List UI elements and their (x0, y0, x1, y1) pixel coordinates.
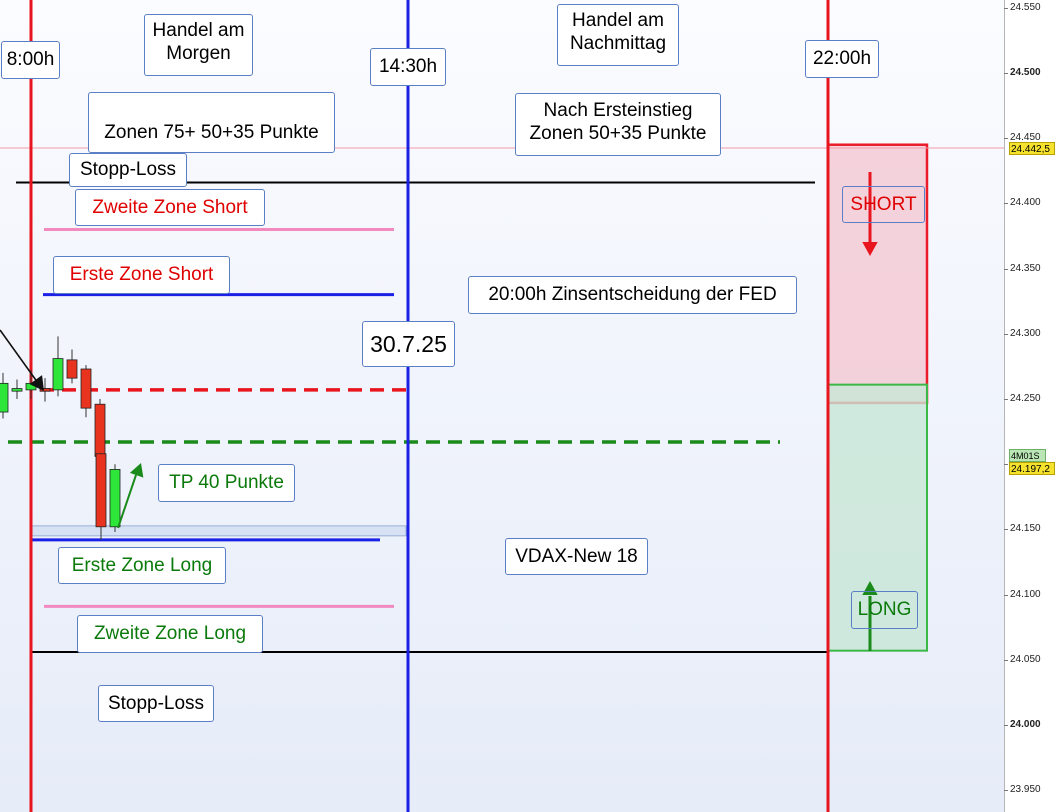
tick-label: 24.450 (1010, 132, 1041, 144)
tick-label: 24.400 (1010, 197, 1041, 209)
fed-decision-label[interactable]: 20:00h Zinsentscheidung der FED (468, 276, 797, 314)
first-zone-short-label[interactable]: Erste Zone Short (53, 256, 230, 294)
candle (66, 359, 78, 379)
afternoon-trade-label[interactable]: Handel am Nachmittag (557, 4, 679, 66)
time-2200-label[interactable]: 22:00h (805, 40, 879, 78)
tick-mark (1004, 268, 1008, 270)
afternoon-trade-line-2: Nachmittag (569, 33, 667, 54)
date-label[interactable]: 30.7.25 (362, 321, 455, 367)
tick-mark (1004, 138, 1008, 140)
time-1430-label[interactable]: 14:30h (370, 48, 446, 86)
candle (95, 453, 107, 528)
time-0800-label[interactable]: 8:00h (1, 41, 60, 79)
tick-mark (1004, 529, 1008, 531)
tick-mark (1004, 399, 1008, 400)
tick-mark (1004, 333, 1008, 335)
tick-mark (1004, 790, 1008, 792)
first-zone-long-label[interactable]: Erste Zone Long (58, 547, 226, 584)
candle (11, 388, 23, 392)
short-zone-box (826, 143, 929, 405)
short-arrow-head (862, 242, 878, 256)
zones-afternoon-label[interactable]: Nach Ersteinstieg Zonen 50+35 Punkte (515, 93, 721, 156)
long-label[interactable]: LONG (851, 591, 918, 629)
tick-label: 24.500 (1010, 67, 1041, 78)
stop-loss-bottom-label[interactable]: Stopp-Loss (98, 685, 214, 722)
last-price-label: 24.442,5 (1009, 141, 1055, 155)
tick-mark (1004, 594, 1008, 596)
tick-mark (1004, 7, 1008, 9)
morning-trade-line-1: Handel am (152, 20, 245, 41)
tick-label: 24.350 (1010, 262, 1041, 274)
second-zone-long-label[interactable]: Zweite Zone Long (77, 615, 263, 653)
tick-label: 24.250 (1010, 393, 1041, 404)
tick-label: 24.050 (1010, 653, 1041, 665)
pointer-arrow-line (0, 329, 39, 384)
candle (39, 388, 51, 392)
tick-label: 23.950 (1010, 784, 1041, 796)
tick-mark (1004, 659, 1008, 661)
vdax-label[interactable]: VDAX-New 18 (505, 538, 648, 575)
tp-label[interactable]: TP 40 Punkte (158, 464, 295, 502)
morning-trade-label[interactable]: Handel am Morgen (144, 14, 253, 76)
current-price-label: 24.197,2 (1009, 461, 1055, 475)
tick-label: 24.150 (1010, 523, 1041, 535)
candle (52, 358, 64, 391)
stop-loss-top-label[interactable]: Stopp-Loss (69, 153, 187, 187)
second-zone-short-label[interactable]: Zweite Zone Short (75, 189, 265, 226)
pointer-arrow-head (29, 375, 44, 391)
candle (109, 469, 121, 528)
tick-mark (1004, 73, 1008, 74)
tick-label: 24.300 (1010, 327, 1041, 339)
zones-afternoon-line-1: Nach Ersteinstieg (543, 100, 693, 121)
price-axis[interactable] (1004, 0, 1056, 812)
zones-afternoon-line-2: Zonen 50+35 Punkte (529, 123, 707, 144)
morning-trade-line-2: Morgen (166, 43, 231, 64)
tick-label: 24.100 (1010, 588, 1041, 600)
candle (0, 382, 9, 413)
symbol-label: 4M01S (1009, 448, 1046, 462)
long-zone-box (827, 383, 928, 652)
tick-mark (1004, 203, 1008, 205)
tick-mark (1004, 725, 1008, 726)
candle (94, 403, 106, 457)
afternoon-trade-line-1: Handel am (572, 10, 664, 31)
first-zone-long-band (29, 525, 407, 537)
tick-mark (1004, 464, 1008, 466)
tp-arrow-line (117, 474, 137, 529)
short-label[interactable]: SHORT (842, 186, 925, 223)
zones-morning-label[interactable]: Zonen 75+ 50+35 Punkte (88, 92, 335, 153)
tick-label: 24.550 (1010, 1, 1041, 13)
candle (80, 368, 92, 409)
tick-label: 24.000 (1010, 719, 1041, 730)
tp-arrow-head (129, 463, 144, 478)
